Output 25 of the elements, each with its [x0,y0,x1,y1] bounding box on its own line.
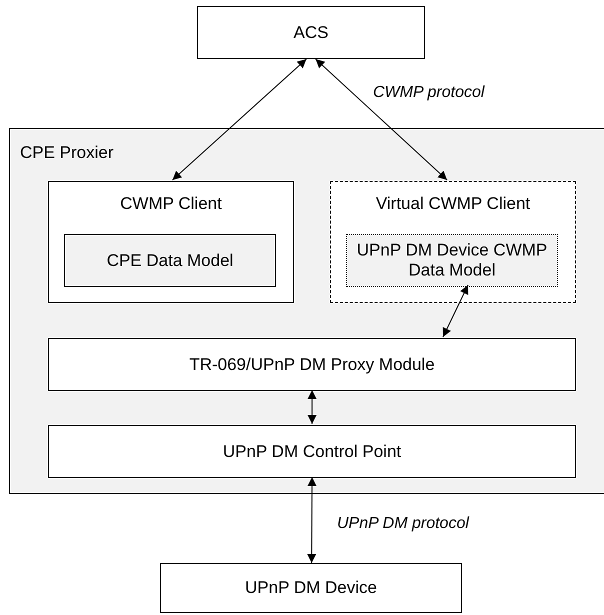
data-model-box [346,234,558,287]
node-label: TR-069/UPnP DM Proxy Module [188,354,436,375]
node-label: Virtual CWMP Client [374,194,532,214]
data-model-box [64,234,276,287]
group-box [9,128,604,494]
node-label: CWMP Client [119,194,223,214]
process-box [160,563,462,613]
process-box [48,338,576,391]
edge-label: CWMP protocol [373,84,484,102]
node-label: UPnP DM Device CWMP Data Model [356,240,548,281]
arrow [172,58,307,180]
component-box [48,181,294,303]
node-label: UPnP DM Control Point [222,441,402,462]
process-box [197,6,425,59]
arrow [307,476,316,564]
arrow [442,284,469,338]
component-box [330,181,576,303]
node-label: ACS [292,22,330,43]
node-label: UPnP DM Device [244,578,378,598]
edge-label: UPnP DM protocol [337,515,469,533]
group-title: CPE Proxier [20,143,114,164]
arrow [315,58,448,180]
process-box [48,425,576,478]
node-label: CPE Data Model [106,250,234,271]
arrow [308,390,317,424]
